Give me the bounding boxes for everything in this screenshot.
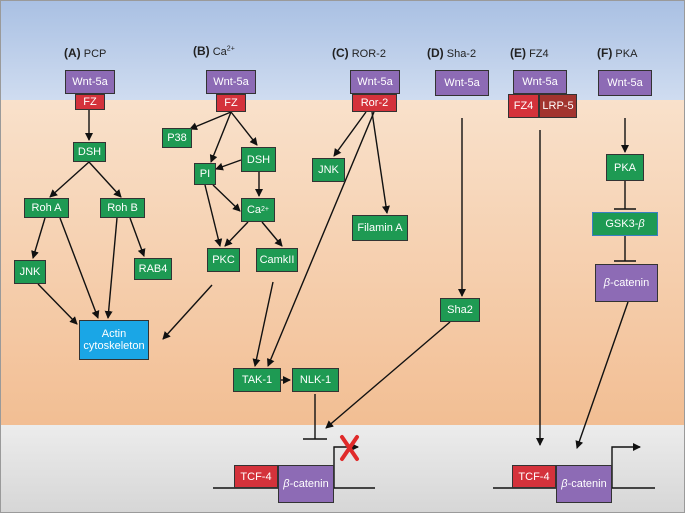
arrow-roha-actin [59,217,100,319]
dsh-node-b[interactable]: DSH [241,147,276,172]
panel-title-b: (B) Ca2+ [193,44,235,58]
dsh-node-a[interactable]: DSH [73,142,106,162]
filamin-a-node[interactable]: Filamin A [352,215,408,241]
fz4-node[interactable]: FZ4 [508,94,539,118]
wnt5a-node-b[interactable]: Wnt-5a [206,70,256,94]
rab4-node[interactable]: RAB4 [134,258,172,280]
wnt5a-node-e[interactable]: Wnt-5a [513,70,567,94]
fz-node-b[interactable]: FZ [216,94,246,112]
arrow-ror2-filamin [371,111,390,214]
pi-node[interactable]: PI [194,163,216,185]
sha2-node[interactable]: Sha2 [440,298,480,322]
cytoplasm-region [0,100,685,425]
pkc-node[interactable]: PKC [207,248,240,272]
nlk1-node[interactable]: NLK-1 [292,368,339,392]
arrow-ca-pkc [224,221,249,247]
arrow-dsh-pi [215,159,242,171]
p38-node[interactable]: P38 [162,128,192,148]
actin-cytoskeleton-node[interactable]: Actin cytoskeleton [79,320,149,360]
arrow-fz-dsh-b [230,111,258,146]
tak1-node[interactable]: TAK-1 [233,368,281,392]
gsk3-beta-node[interactable]: GSK3-β [592,212,658,236]
panel-title-f: (F) PKA [597,46,638,60]
arrow-pkc-actin [162,284,213,340]
beta-catenin-node-left[interactable]: β-catenin [278,465,334,503]
arrow-dsh-rohb [88,161,122,198]
arrow-roha-jnk [31,217,46,259]
panel-title-e: (E) FZ4 [510,46,549,60]
panel-title-c: (C) ROR-2 [332,46,386,60]
arrow-jnk-actin [37,283,78,325]
roh-b-node[interactable]: Roh B [100,198,145,218]
arrow-pi-ca [212,184,241,212]
tss-arrow-right [611,443,641,488]
arrow-rohb-rab4 [129,217,146,257]
tcf4-node-left[interactable]: TCF-4 [234,465,278,488]
wnt5a-node-d[interactable]: Wnt-5a [435,70,489,96]
arrow-ca-camkii [261,221,283,247]
panel-title-d: (D) Sha-2 [427,46,477,60]
wnt5a-node-a[interactable]: Wnt-5a [65,70,115,94]
arrow-sha2-tcf [325,321,451,429]
beta-catenin-node-f[interactable]: β-catenin [595,264,658,302]
panel-title-a: (A) PCP [64,46,107,60]
arrow-bcat-tcf [575,301,629,449]
pka-node[interactable]: PKA [606,154,644,181]
arrow-fz-pi [209,111,232,163]
tcf4-node-right[interactable]: TCF-4 [512,465,556,488]
arrow-fz-p38 [189,111,232,131]
arrow-ror2-jnk [333,111,367,157]
wnt5a-node-f[interactable]: Wnt-5a [598,70,652,96]
arrow-rohb-actin [104,217,118,319]
arrow-camkii-tak1 [252,281,274,367]
jnk-node-a[interactable]: JNK [14,260,46,284]
roh-a-node[interactable]: Roh A [24,198,69,218]
wnt5a-node-c[interactable]: Wnt-5a [350,70,400,94]
beta-catenin-node-right[interactable]: β-catenin [556,465,612,503]
jnk-node-c[interactable]: JNK [312,158,345,182]
arrow-ror2-tak1 [267,111,375,367]
arrow-pi-pkc [204,184,223,247]
camkii-node[interactable]: CamkII [256,248,298,272]
ror2-node[interactable]: Ror-2 [352,94,397,112]
lrp5-node[interactable]: LRP-5 [539,94,577,118]
block-x-icon [340,435,359,461]
arrow-dsh-roha [49,161,90,198]
fz-node-a[interactable]: FZ [75,94,105,110]
